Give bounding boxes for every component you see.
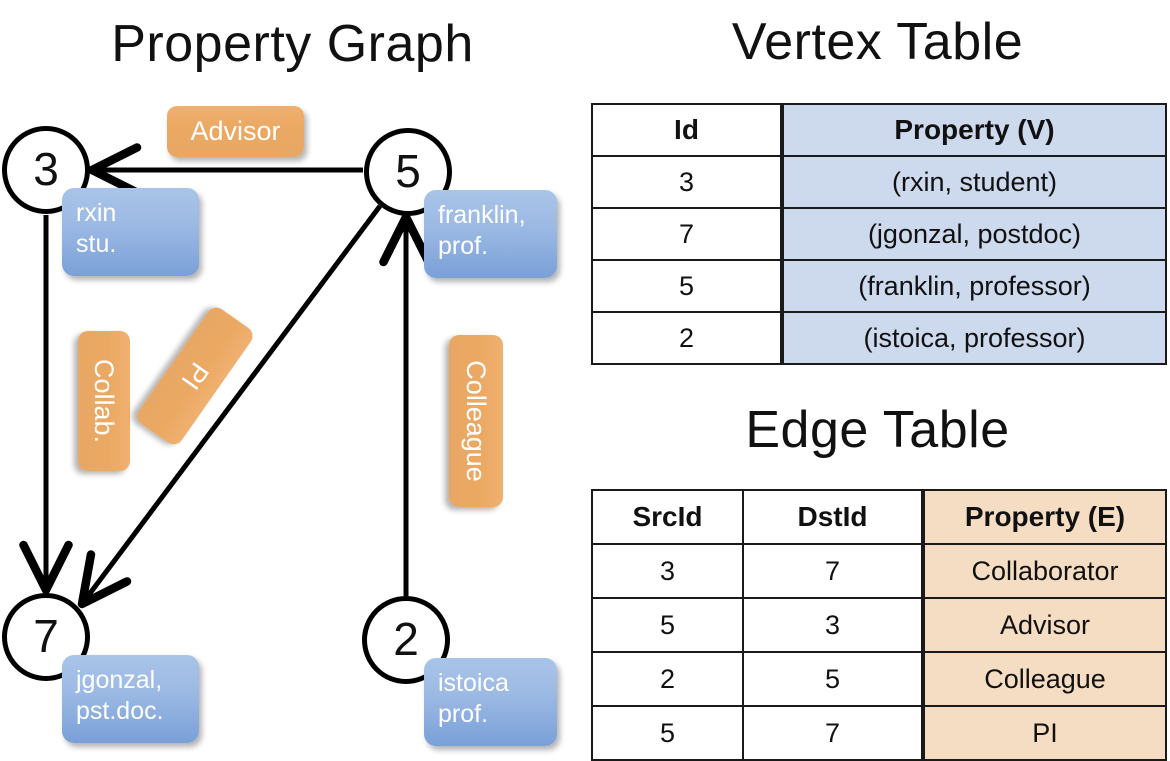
edge-cell-srcid: 5 [591,705,744,761]
page-title-vertex-table: Vertex Table [731,13,1024,71]
edge-table-header-row: SrcId DstId Property (E) [591,489,1167,545]
table-row[interactable]: 5 3 Advisor [591,597,1167,653]
vertex-node-5-label: 5 [395,145,421,197]
table-row[interactable]: 3 7 Collaborator [591,543,1167,599]
table-row[interactable]: 7 (jgonzal, postdoc) [591,207,1167,261]
edge-label-colleague: Colleague [449,335,503,507]
vertex-property-box-2: istoica prof. [424,658,557,746]
graph-edge-arrows [19,143,433,609]
vertex-property-box-7: jgonzal, pst.doc. [62,655,199,743]
vertex-property-3-line1: rxin [76,199,117,227]
edge-table-header-dstid: DstId [742,489,924,545]
vertex-property-box-5: franklin, prof. [424,190,557,278]
vertex-cell-property: (jgonzal, postdoc) [780,207,1167,261]
vertex-cell-property: (rxin, student) [780,155,1167,209]
edge-table-header-property: Property (E) [921,489,1167,545]
table-row[interactable]: 2 5 Colleague [591,651,1167,707]
edge-cell-dstid: 7 [742,705,924,761]
edge-cell-srcid: 2 [591,651,744,707]
vertex-node-3-label: 3 [33,143,59,195]
edge-cell-dstid: 7 [742,543,924,599]
vertex-property-7-line2: pst.doc. [76,697,164,726]
vertex-cell-id: 5 [591,259,783,313]
edge-arrow-pi [77,204,383,609]
vertex-property-2-line1: istoica [438,669,509,697]
property-graph-panel: Advisor Collab. PI Colleague 3 5 7 2 rxi… [0,0,585,760]
vertex-table-header-property: Property (V) [780,103,1167,157]
table-row[interactable]: 2 (istoica, professor) [591,311,1167,365]
vertex-cell-property: (franklin, professor) [780,259,1167,313]
vertex-cell-id: 2 [591,311,783,365]
edge-cell-srcid: 3 [591,543,744,599]
vertex-property-2-line2: prof. [438,700,489,729]
edge-cell-property: Colleague [921,651,1167,707]
page-title-edge-table: Edge Table [745,401,1010,459]
edge-cell-dstid: 5 [742,651,924,707]
vertex-property-5-line1: franklin, [438,201,526,229]
vertex-table-header-row: Id Property (V) [591,103,1167,157]
edge-cell-property: Advisor [921,597,1167,653]
vertex-property-box-3: rxin stu. [62,188,199,276]
vertex-cell-property: (istoica, professor) [780,311,1167,365]
vertex-table-header-id: Id [591,103,783,157]
edge-table-header-srcid: SrcId [591,489,744,545]
edge-cell-srcid: 5 [591,597,744,653]
vertex-property-7-line1: jgonzal, [76,666,163,694]
vertex-table: Id Property (V) 3 (rxin, student) 7 (jgo… [591,103,1167,365]
edge-label-collab: Collab. [78,331,130,471]
edge-table: SrcId DstId Property (E) 3 7 Collaborato… [591,489,1167,761]
edge-cell-dstid: 3 [742,597,924,653]
vertex-node-2[interactable]: 2 [362,596,450,684]
vertex-cell-id: 7 [591,207,783,261]
edge-cell-property: PI [921,705,1167,761]
vertex-node-2-label: 2 [393,613,419,665]
edge-label-advisor: Advisor [167,106,304,157]
vertex-cell-id: 3 [591,155,783,209]
vertex-property-5-line2: prof. [438,232,489,261]
table-row[interactable]: 3 (rxin, student) [591,155,1167,209]
table-row[interactable]: 5 7 PI [591,705,1167,761]
vertex-property-3-line2: stu. [76,230,117,259]
page-title-property-graph: Property Graph [111,15,474,73]
table-row[interactable]: 5 (franklin, professor) [591,259,1167,313]
edge-cell-property: Collaborator [921,543,1167,599]
vertex-node-7-label: 7 [33,610,59,662]
